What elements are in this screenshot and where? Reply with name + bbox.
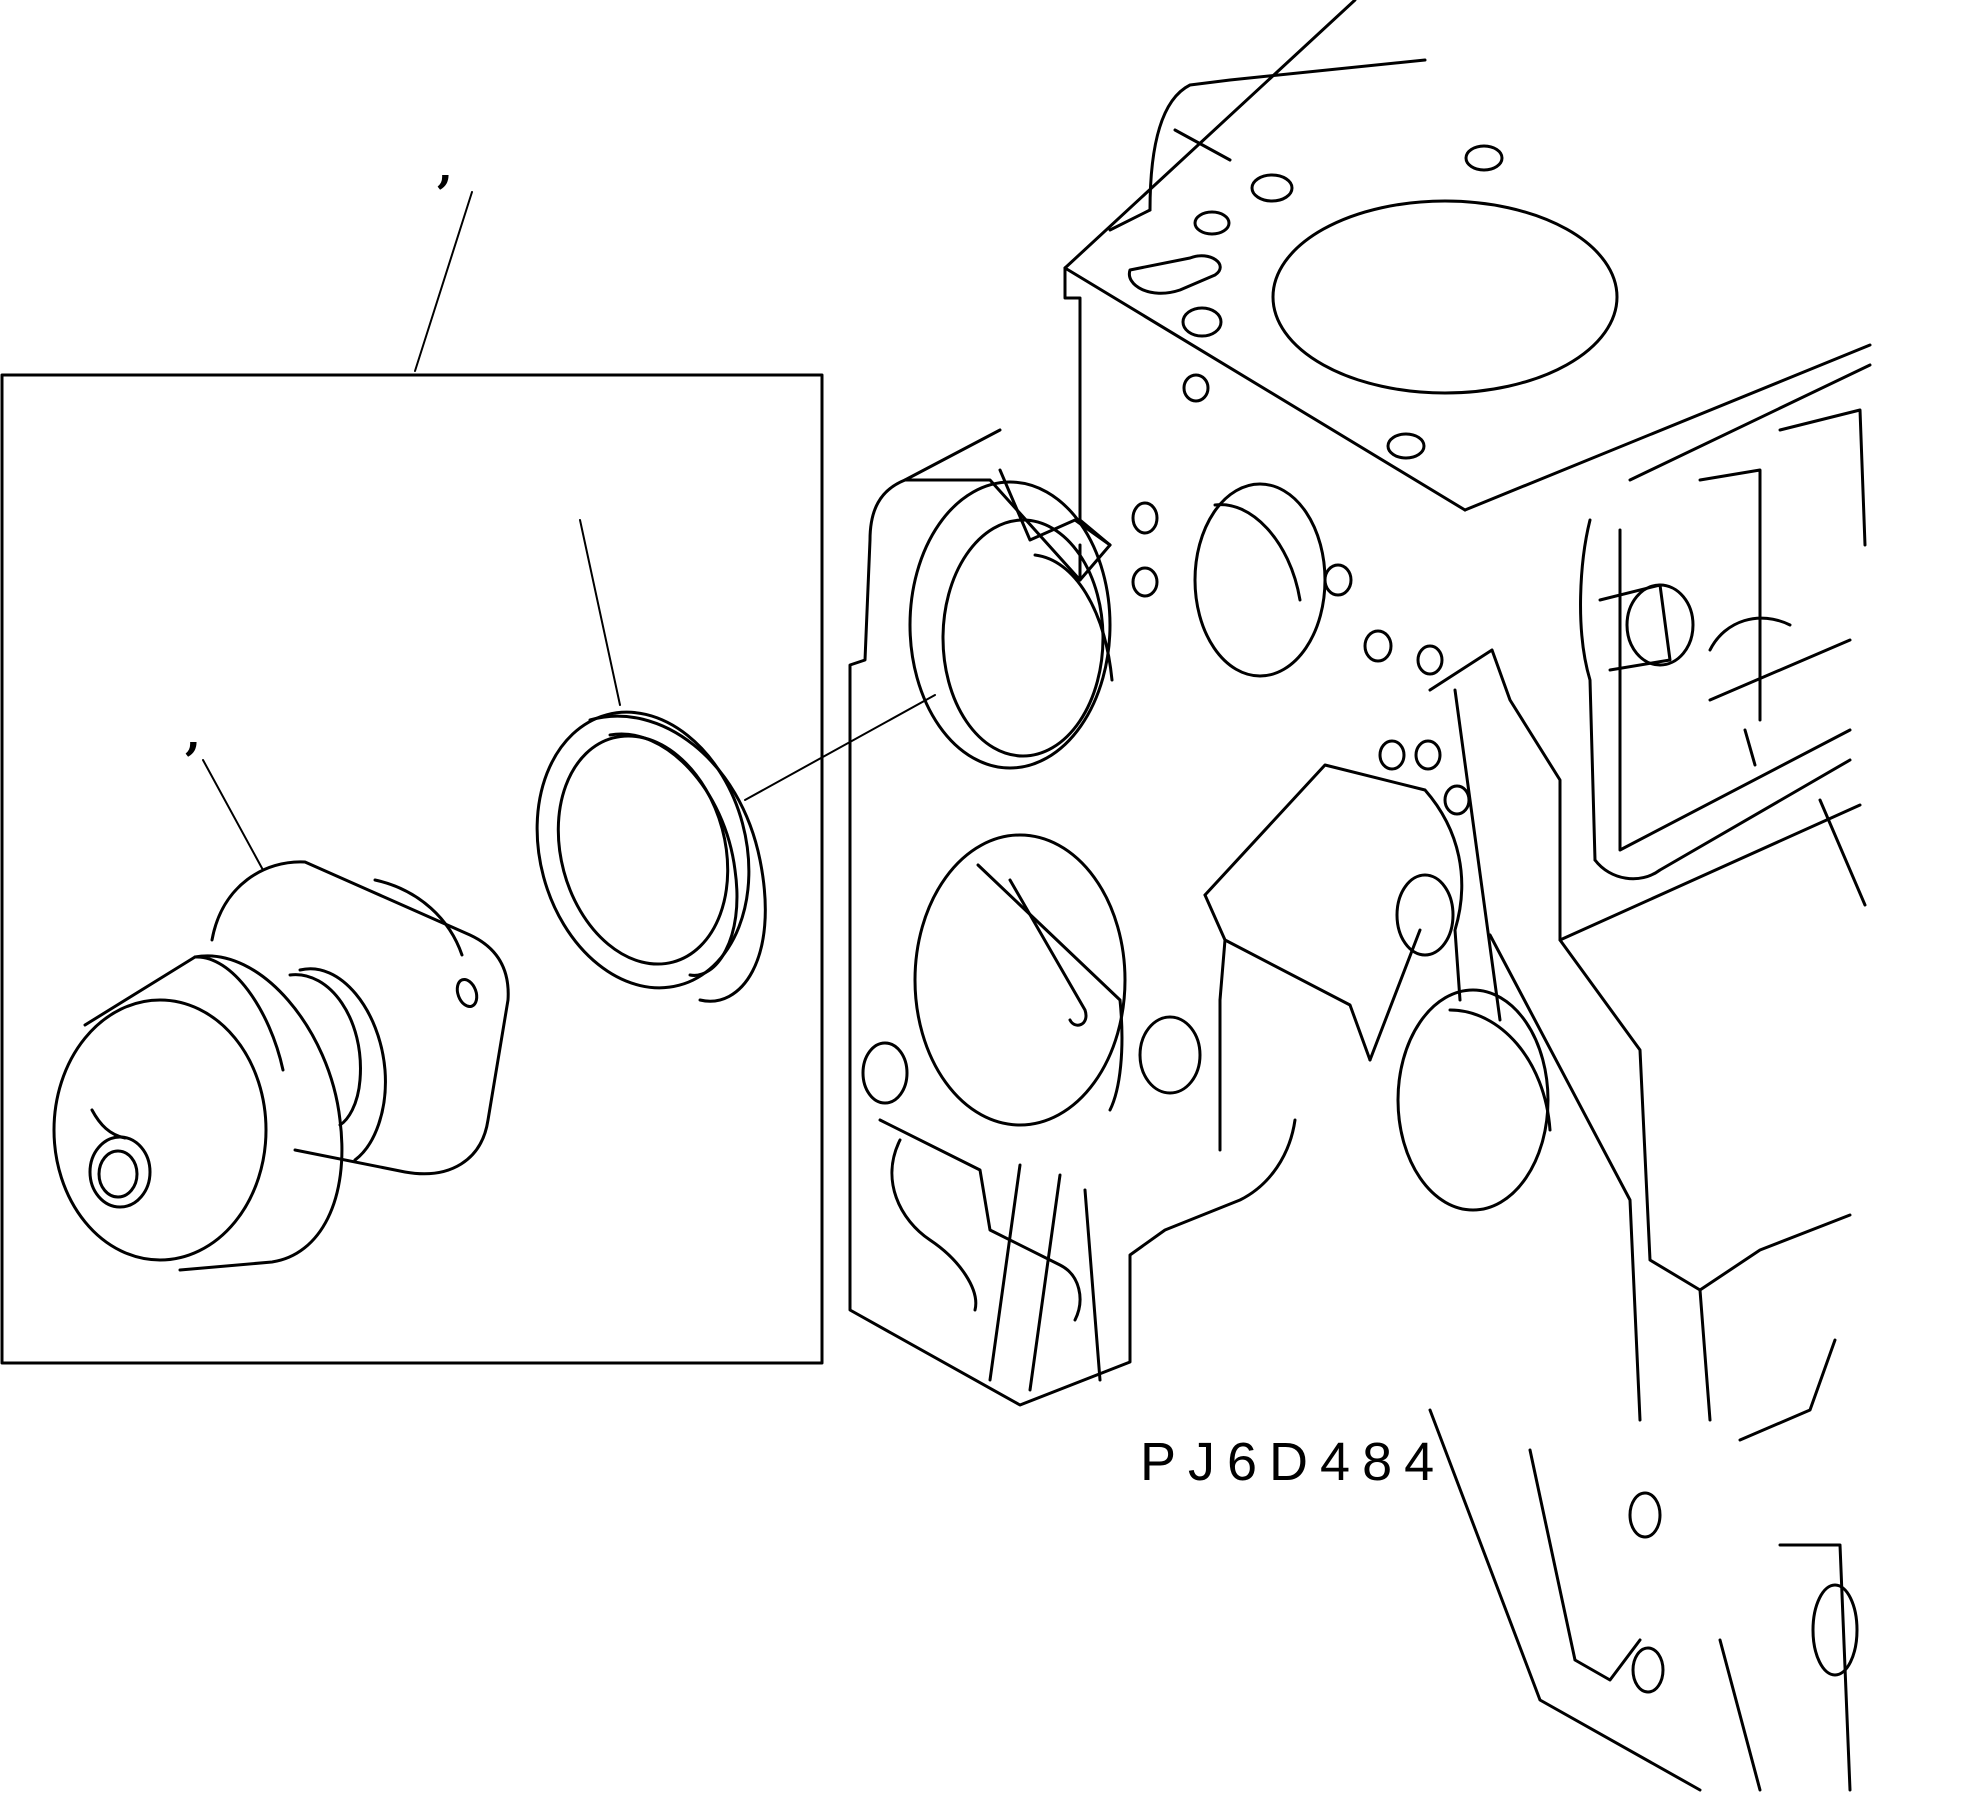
callout-mark-water-pump: , [185, 706, 202, 760]
assembly-group-frame [0, 191, 824, 1365]
leader-lines [202, 519, 936, 871]
seal-ring [535, 710, 767, 1003]
callout-mark-assembly: , [437, 139, 454, 193]
water-pump [52, 860, 510, 1272]
cylinder-block [848, 0, 1872, 1792]
drawing-code-label: PJ6D484 [1140, 1432, 1447, 1492]
